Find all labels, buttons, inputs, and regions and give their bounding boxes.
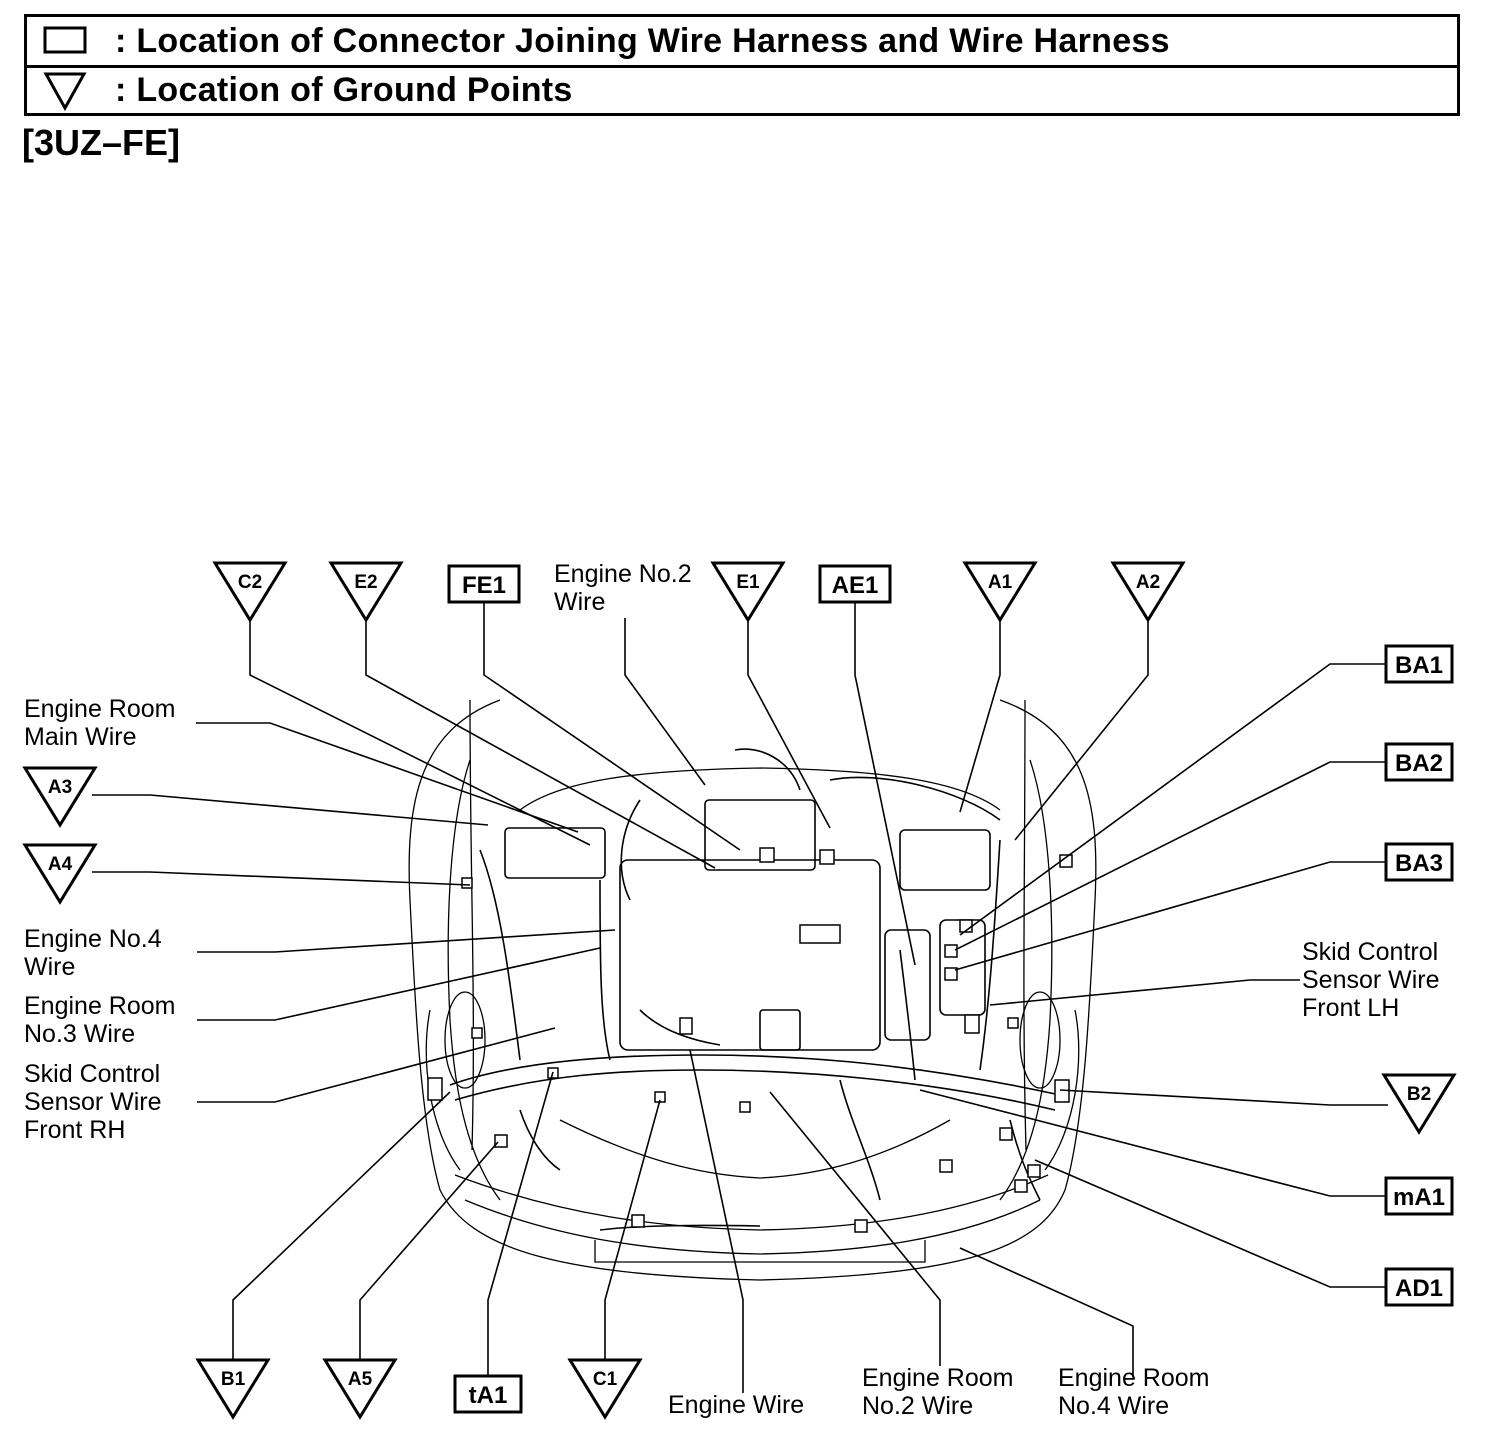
ground-point-a1: A1 bbox=[962, 561, 1038, 623]
ground-point-e2: E2 bbox=[328, 561, 404, 623]
connector-ba1: BA1 bbox=[1384, 644, 1454, 684]
connector-code: tA1 bbox=[469, 1382, 508, 1409]
connector-code: BA1 bbox=[1395, 652, 1443, 679]
connector-code: AD1 bbox=[1395, 1275, 1443, 1302]
ground-code: A2 bbox=[1136, 572, 1160, 593]
label-engine-room-no3-wire: Engine Room No.3 Wire bbox=[24, 992, 182, 1048]
label-engine-room-main-wire: Engine Room Main Wire bbox=[24, 695, 182, 751]
connector-box-icon bbox=[453, 1374, 523, 1414]
connector-code: FE1 bbox=[462, 572, 506, 599]
ground-code: C1 bbox=[593, 1369, 618, 1390]
ground-code: B1 bbox=[221, 1369, 246, 1390]
label-engine-no2-wire: Engine No.2 Wire bbox=[554, 560, 699, 616]
label-engine-room-no2-wire: Engine Room No.2 Wire bbox=[862, 1364, 1020, 1420]
connector-code: AE1 bbox=[832, 572, 879, 599]
ground-code: A4 bbox=[48, 854, 73, 875]
leader-lines bbox=[92, 602, 1388, 1393]
ground-triangle-icon bbox=[1381, 1073, 1457, 1135]
connector-ba3: BA3 bbox=[1384, 842, 1454, 882]
ground-triangle-icon bbox=[195, 1358, 271, 1420]
ground-point-c2: C2 bbox=[212, 561, 288, 623]
ground-code: B2 bbox=[1407, 1084, 1431, 1105]
ground-triangle-icon bbox=[212, 561, 288, 623]
connector-box-icon bbox=[1384, 842, 1454, 882]
connector-box-icon bbox=[1384, 1267, 1454, 1307]
label-skid-control-sensor-wire-front-rh: Skid Control Sensor Wire Front RH bbox=[24, 1060, 169, 1144]
connector-box-icon bbox=[447, 564, 521, 604]
label-engine-wire: Engine Wire bbox=[668, 1391, 804, 1419]
connector-box-icon bbox=[1384, 1176, 1454, 1216]
ground-point-e1: E1 bbox=[710, 561, 786, 623]
connector-code: mA1 bbox=[1393, 1184, 1445, 1211]
ground-code: C2 bbox=[238, 572, 262, 593]
label-skid-control-sensor-wire-front-lh: Skid Control Sensor Wire Front LH bbox=[1302, 938, 1447, 1022]
ground-code: E2 bbox=[354, 572, 377, 593]
ground-point-b1: B1 bbox=[195, 1358, 271, 1420]
ground-point-a4: A4 bbox=[22, 843, 98, 905]
vehicle-outline bbox=[408, 699, 1097, 1281]
down-triangle-outline-icon bbox=[35, 71, 95, 111]
legend-connector-text: : Location of Connector Joining Wire Har… bbox=[115, 21, 1170, 60]
ground-point-a3: A3 bbox=[22, 766, 98, 828]
connector-ad1: AD1 bbox=[1384, 1267, 1454, 1307]
connector-ba2: BA2 bbox=[1384, 742, 1454, 782]
ground-point-a5: A5 bbox=[322, 1358, 398, 1420]
ground-triangle-icon bbox=[328, 561, 404, 623]
ground-code: A5 bbox=[348, 1369, 373, 1390]
label-engine-room-no4-wire: Engine Room No.4 Wire bbox=[1058, 1364, 1216, 1420]
legend-ground-row: : Location of Ground Points bbox=[27, 65, 1457, 113]
square-outline-icon bbox=[35, 21, 95, 61]
connector-ta1: tA1 bbox=[453, 1374, 523, 1414]
ground-triangle-icon bbox=[22, 843, 98, 905]
connector-ma1: mA1 bbox=[1384, 1176, 1454, 1216]
ground-point-c1: C1 bbox=[567, 1358, 643, 1420]
connector-code: BA3 bbox=[1395, 850, 1443, 877]
engine-harness-detail bbox=[449, 748, 1061, 1231]
ground-triangle-icon bbox=[1110, 561, 1186, 623]
ground-code: A3 bbox=[48, 777, 72, 798]
connector-fe1: FE1 bbox=[447, 564, 521, 604]
engine-variant-label: [3UZ–FE] bbox=[22, 122, 181, 163]
ground-triangle-icon bbox=[567, 1358, 643, 1420]
label-engine-no4-wire: Engine No.4 Wire bbox=[24, 925, 169, 981]
legend-connector-row: : Location of Connector Joining Wire Har… bbox=[27, 17, 1457, 65]
legend-ground-text: : Location of Ground Points bbox=[115, 71, 573, 109]
connector-box-icon bbox=[1384, 644, 1454, 684]
ground-triangle-icon bbox=[22, 766, 98, 828]
ground-triangle-icon bbox=[322, 1358, 398, 1420]
harness-connectors bbox=[427, 847, 1073, 1233]
ground-code: A1 bbox=[988, 572, 1013, 593]
connector-box-icon bbox=[818, 564, 892, 604]
ground-triangle-icon bbox=[710, 561, 786, 623]
connector-ae1: AE1 bbox=[818, 564, 892, 604]
ground-code: E1 bbox=[736, 572, 760, 593]
ground-point-b2: B2 bbox=[1381, 1073, 1457, 1135]
ground-triangle-icon bbox=[962, 561, 1038, 623]
connector-code: BA2 bbox=[1395, 750, 1443, 777]
ground-point-a2: A2 bbox=[1110, 561, 1186, 623]
legend-box: : Location of Connector Joining Wire Har… bbox=[24, 14, 1460, 116]
connector-box-icon bbox=[1384, 742, 1454, 782]
